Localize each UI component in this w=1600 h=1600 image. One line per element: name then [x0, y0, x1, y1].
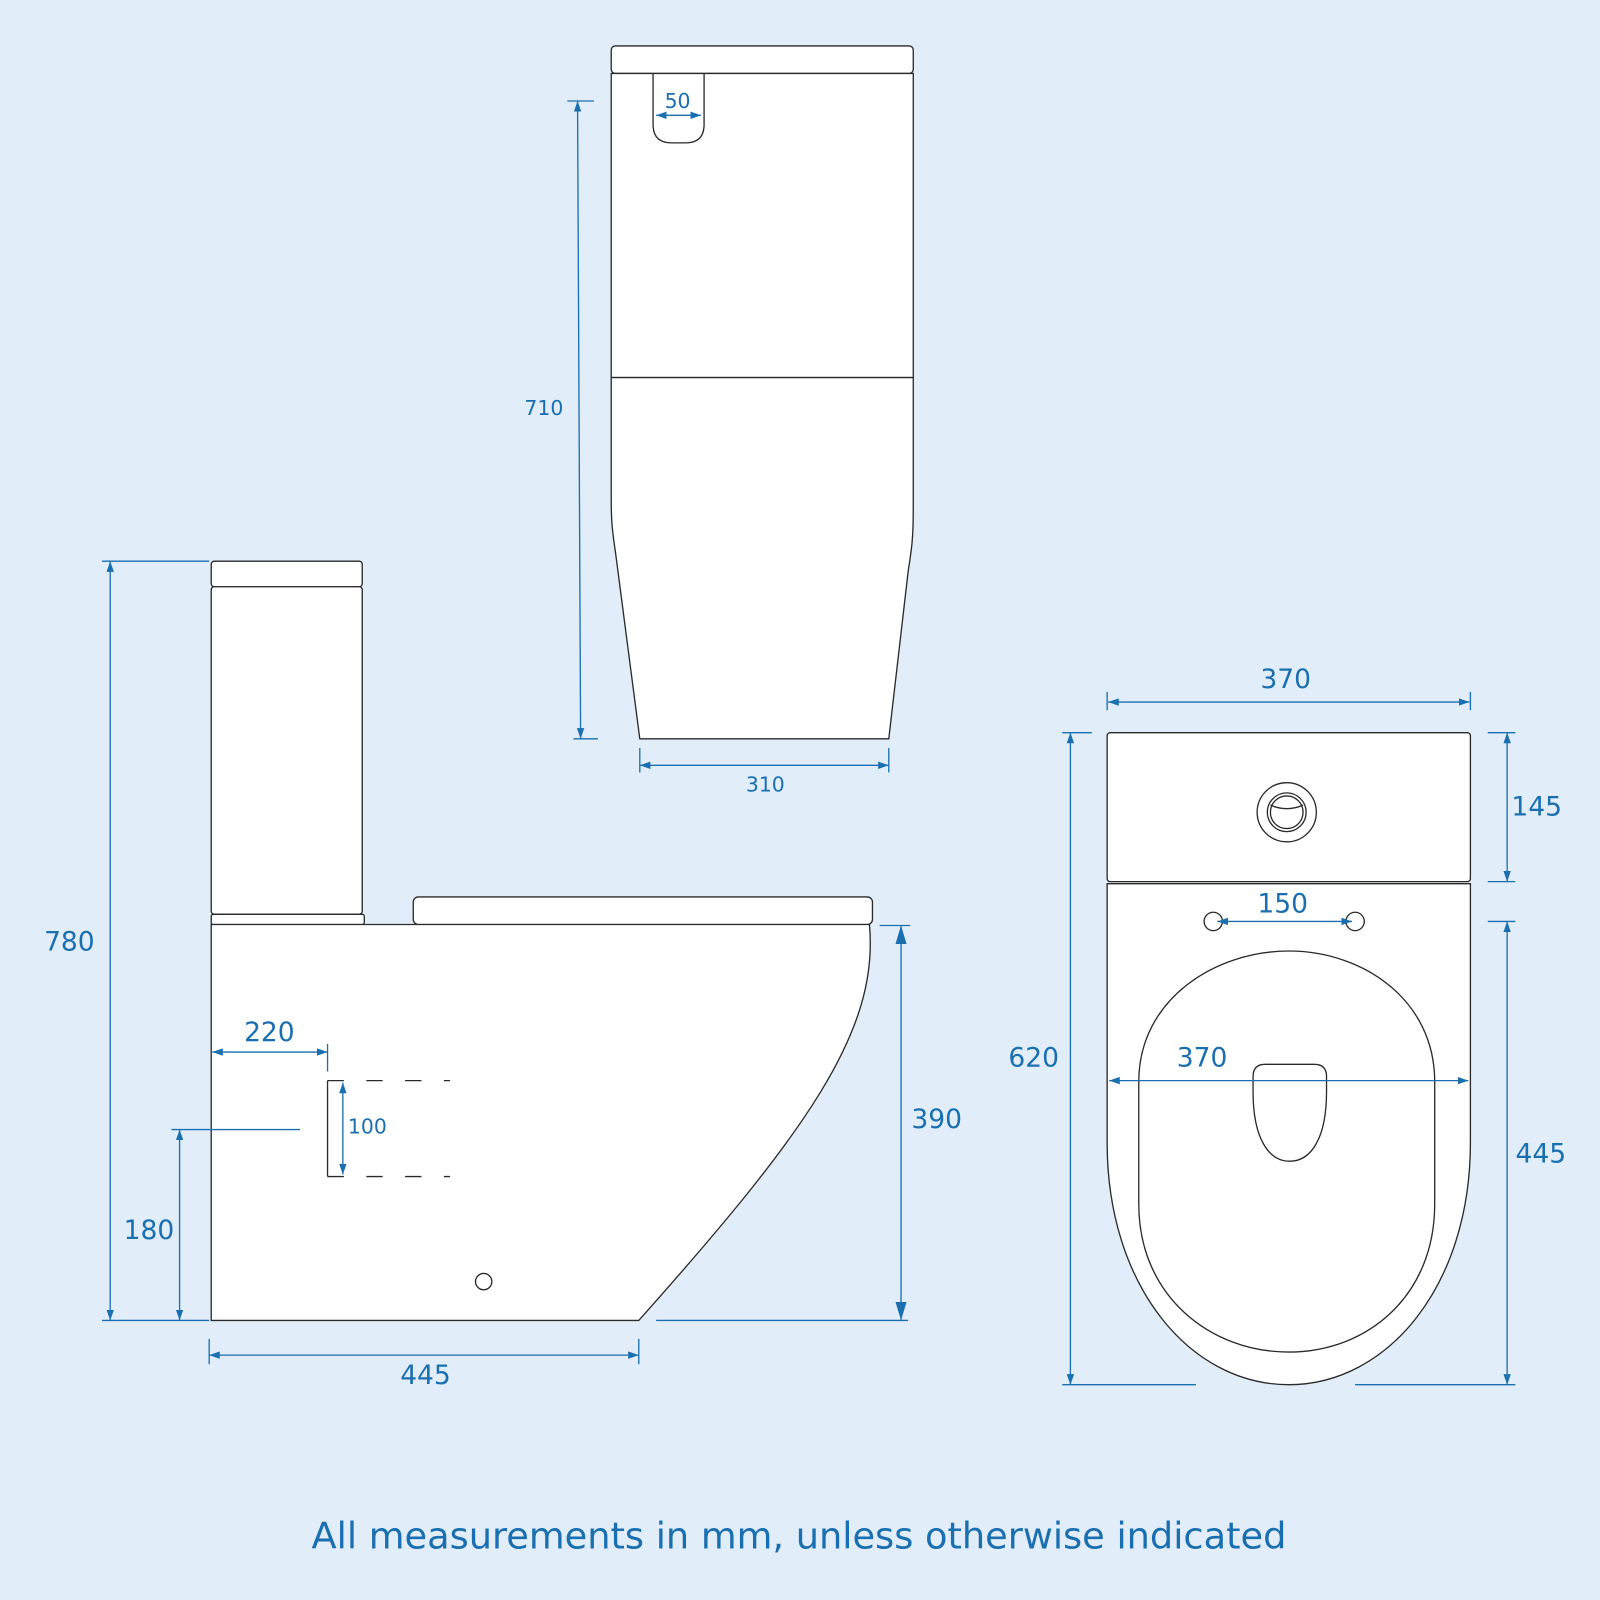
- dim-180-label: 180: [124, 1215, 175, 1246]
- dim-620-label: 620: [1008, 1043, 1059, 1074]
- dim-50-label: 50: [665, 89, 691, 113]
- dim-220-label: 220: [244, 1017, 295, 1048]
- dim-445-right-label: 445: [1516, 1139, 1567, 1170]
- dim-780-label: 780: [44, 926, 95, 957]
- flush-button-cutout: [652, 73, 705, 144]
- dim-370-top-label: 370: [1260, 664, 1311, 695]
- pan-top: [1106, 883, 1472, 1386]
- seat-lid: [412, 896, 874, 926]
- cistern-lid: [210, 560, 363, 588]
- dim-150-label: 150: [1257, 889, 1308, 920]
- bowl-opening: [1252, 1063, 1328, 1162]
- dim-445-label: 445: [400, 1360, 451, 1391]
- side-view: 780 180 220 100 390 445: [44, 560, 962, 1391]
- seat-outline: [1138, 950, 1436, 1353]
- dim-100-label: 100: [348, 1115, 387, 1139]
- dim-390-label: 390: [911, 1104, 962, 1135]
- pan-body: [610, 376, 914, 740]
- dim-710-label: 710: [524, 396, 563, 420]
- top-view: 370 145 150 370 620 445: [1008, 664, 1567, 1386]
- dim-710-line: [573, 101, 585, 739]
- pan-body: [210, 923, 871, 1322]
- front-view: 50 710 310: [524, 45, 914, 797]
- flush-button-icon: [1256, 781, 1317, 843]
- dim-370-mid-label: 370: [1177, 1043, 1228, 1074]
- dim-310-label: 310: [746, 773, 785, 797]
- cistern-body: [210, 586, 363, 915]
- fixing-hole: [474, 1272, 493, 1291]
- footer-note: All measurements in mm, unless otherwise…: [312, 1514, 1287, 1557]
- cistern-top: [1106, 731, 1472, 883]
- cistern-lid: [610, 45, 914, 75]
- cistern-seal: [210, 913, 365, 926]
- dim-145-label: 145: [1511, 792, 1562, 823]
- cistern-body: [610, 72, 914, 379]
